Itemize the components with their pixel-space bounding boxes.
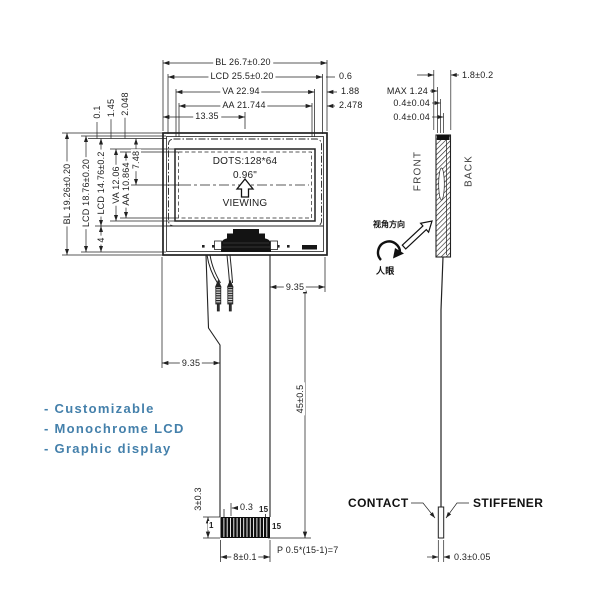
stiffener-shape <box>437 506 445 539</box>
pcb-marking <box>302 245 317 250</box>
dim-va-height: VA 12.06 <box>111 164 121 206</box>
tail-dimension-lines <box>161 257 326 562</box>
backlight-wires <box>206 254 233 284</box>
dim-edge-aa: 2.478 <box>337 100 365 110</box>
viewing-direction-label: 视角方向 <box>373 219 405 230</box>
feature-monochrome-lcd: - Monochrome LCD <box>44 421 185 436</box>
side-view <box>435 134 452 539</box>
dim-offset-aa: 2.048 <box>120 90 130 118</box>
dim-layer1: 0.4±0.04 <box>370 98 432 108</box>
viewing-direction-arrow-icon <box>401 220 433 250</box>
contact-label: CONTACT <box>346 496 411 510</box>
pin-label-15-top: 15 <box>258 505 270 514</box>
dim-layer2: 0.4±0.04 <box>370 112 432 122</box>
dim-max-thickness: MAX 1.24 <box>368 86 430 96</box>
pcb-strip-details <box>202 229 317 252</box>
fpc-contact-fingers <box>220 509 270 538</box>
side-front-label: FRONT <box>412 150 424 192</box>
top-dimension-lines <box>162 60 337 137</box>
dim-tail-length: 45±0.5 <box>295 382 305 416</box>
dim-edge-lcd: 0.6 <box>337 71 355 81</box>
dim-aa-height: AA 10.864 <box>121 160 131 208</box>
dim-offset-va: 1.45 <box>106 96 116 120</box>
dim-lcd-height: LCD 18.76±0.20 <box>81 156 91 230</box>
feature-customizable: - Customizable <box>44 401 155 416</box>
dim-contact-length: 3±0.3 <box>193 485 203 513</box>
viewing-up-arrow-icon <box>235 177 255 198</box>
side-back-label: BACK <box>463 154 475 188</box>
dim-tail-offset-left: 9.35 <box>179 358 203 368</box>
pin-label-15: 15 <box>271 522 283 531</box>
dim-center-offset: 13.35 <box>193 111 221 121</box>
fpc-tail-outline <box>205 254 271 517</box>
dim-lcd-width: LCD 25.5±0.20 <box>208 71 276 81</box>
dim-va-width: VA 22.94 <box>220 86 262 96</box>
wire-pins <box>214 279 234 312</box>
dim-pitch-formula: P 0.5*(15-1)=7 <box>275 545 341 555</box>
dim-end-width: 8±0.1 <box>231 552 259 562</box>
backlight-connector <box>214 229 278 252</box>
dim-bl-width: BL 26.7±0.20 <box>213 57 273 67</box>
dim-fpc-thickness: 0.3±0.05 <box>452 552 493 562</box>
dim-tail-offset-right: 9.35 <box>283 282 307 292</box>
display-viewing-label: VIEWING <box>222 198 268 209</box>
dim-aa-width: AA 21.744 <box>220 100 268 110</box>
dim-bl-height: BL 19.26±0.20 <box>62 161 72 227</box>
dim-glass-to-center: 7.48 <box>131 148 141 172</box>
human-eye-label: 人眼 <box>376 264 395 277</box>
eye-icon <box>376 240 404 261</box>
dim-thickness: 1.8±0.2 <box>460 70 496 80</box>
dim-bottom-ledge: 4 <box>96 235 106 245</box>
dim-contact-width: 0.3 <box>238 502 256 512</box>
side-dimension-lines <box>410 70 469 562</box>
feature-graphic-display: - Graphic display <box>44 441 172 456</box>
dim-offset-lcd: 0.1 <box>92 103 102 121</box>
stiffener-label: STIFFENER <box>471 496 546 510</box>
pin-label-1: 1 <box>208 521 215 530</box>
display-dots-label: DOTS:128*64 <box>212 156 278 167</box>
dim-glass-height: LCD 14.76±0.2 <box>96 149 106 217</box>
dim-edge-va: 1.88 <box>339 86 362 96</box>
display-size-label: 0.96" <box>232 170 258 181</box>
